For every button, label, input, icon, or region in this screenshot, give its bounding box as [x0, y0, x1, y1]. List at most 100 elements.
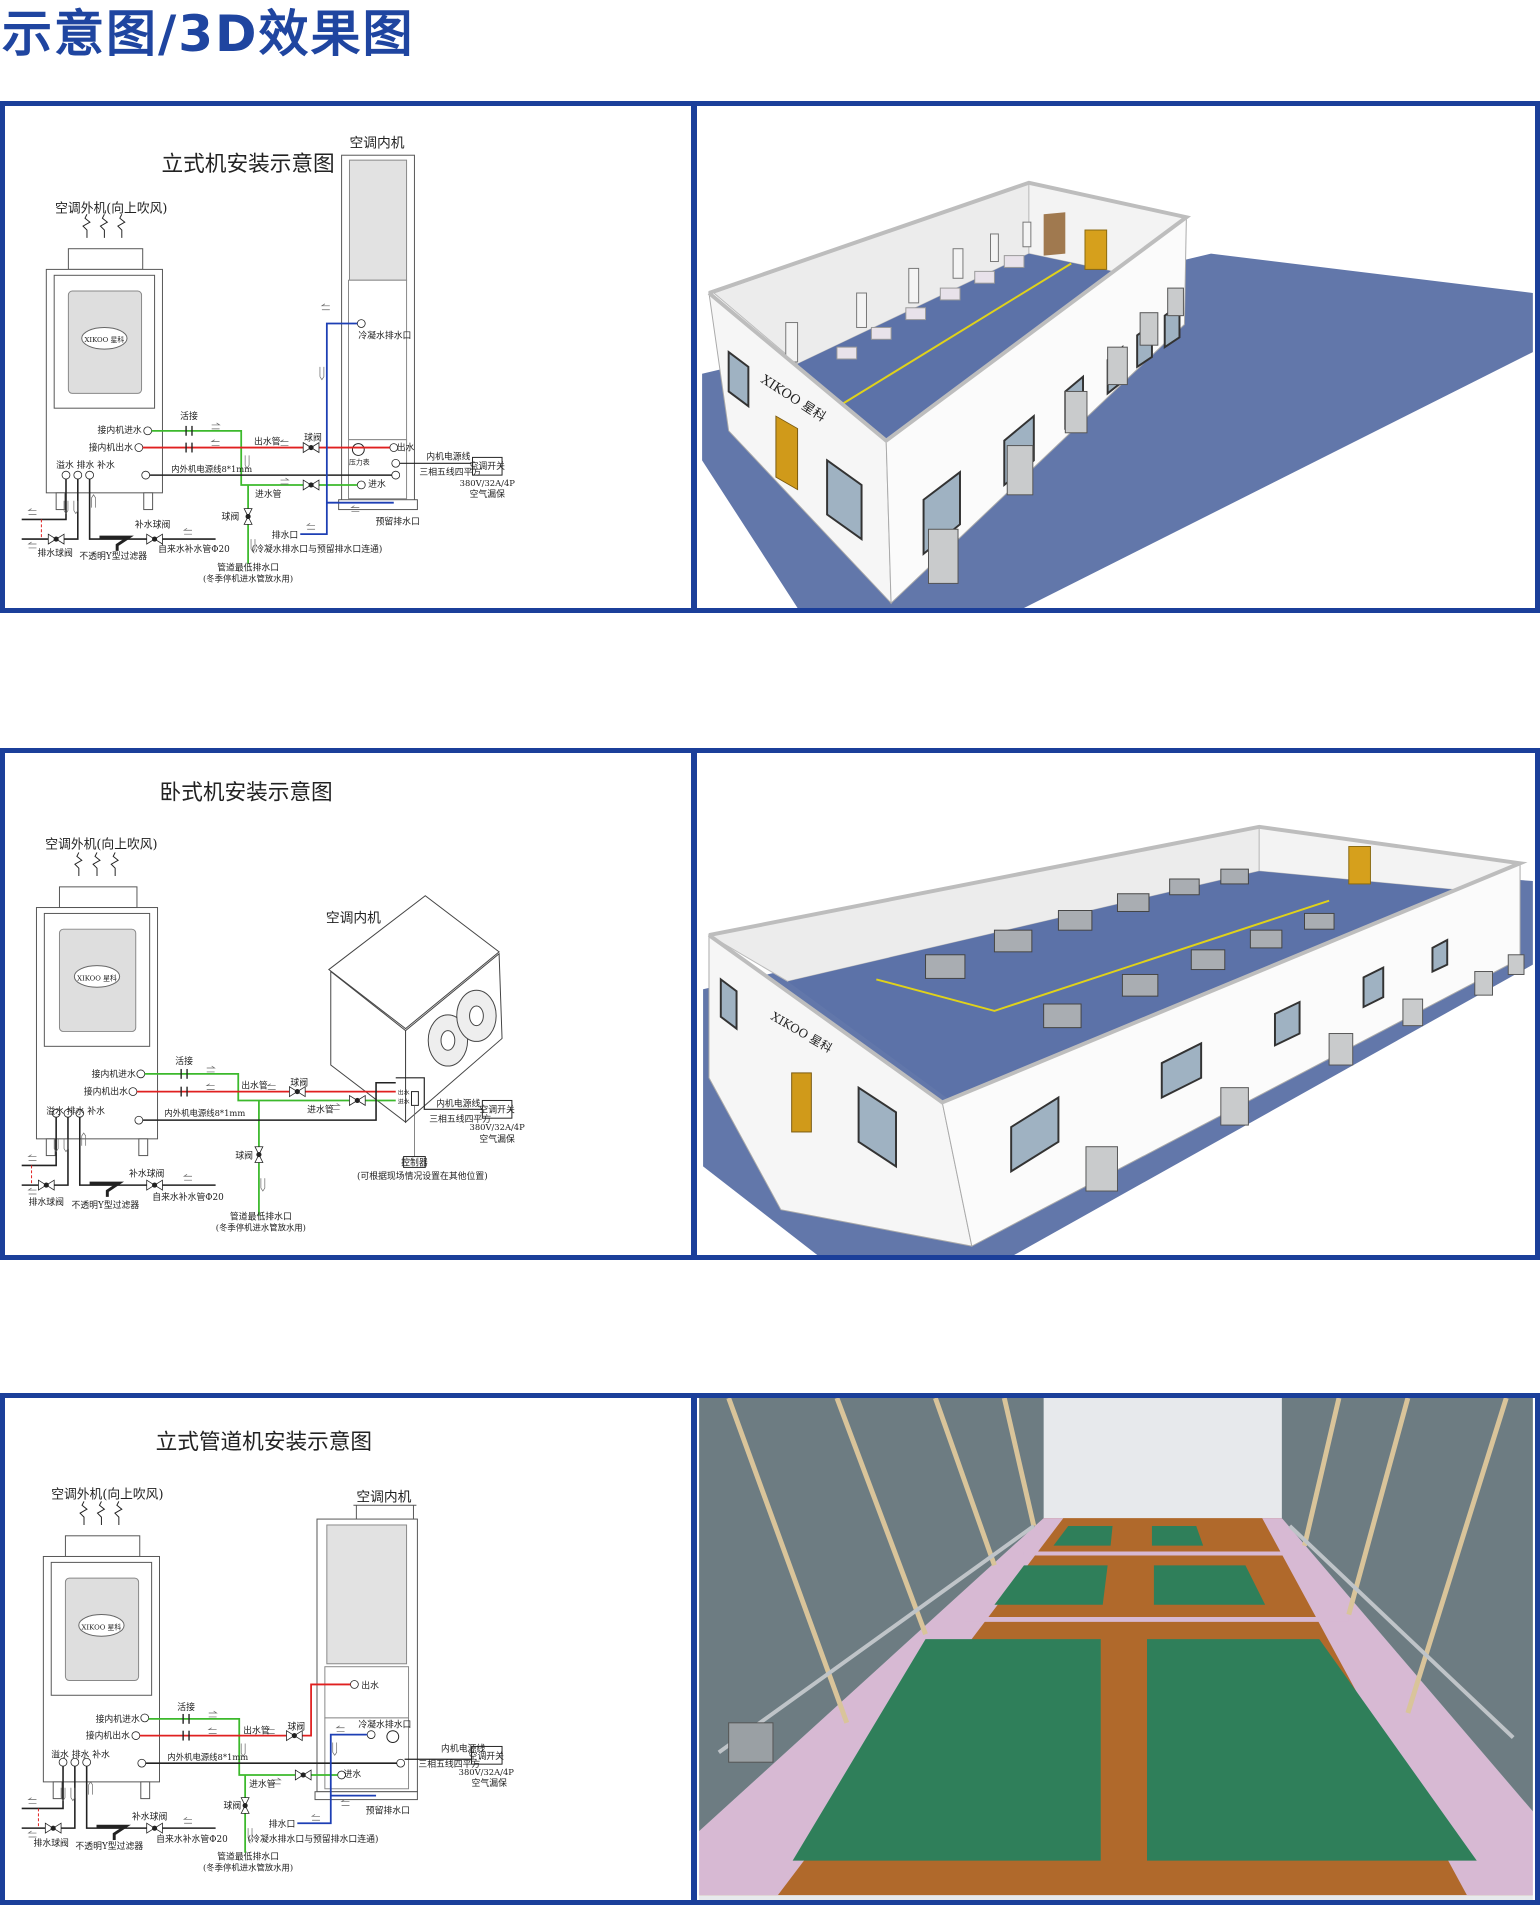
diagram-panel-horizontal-unit: XIKOO 星科卧式机安装示意图空调内机空调外机(向上吹风)接内机进水接内机出水… — [0, 748, 696, 1260]
inlet-pipe — [148, 1718, 338, 1776]
port-icon — [356, 319, 366, 328]
flow-arrow-icon — [81, 1132, 87, 1146]
overflow-pipe — [21, 1766, 64, 1810]
label-union: 活接 — [177, 1701, 195, 1713]
ball-valve-icon — [308, 444, 314, 451]
pressure-gauge-icon — [386, 1730, 400, 1744]
port-icon — [356, 480, 366, 490]
port-icon — [82, 1757, 91, 1767]
flow-arrow-icon — [208, 1710, 218, 1718]
airflow-up-icon — [114, 1501, 123, 1525]
indoor-unit-service-panel — [324, 1717, 410, 1790]
indoor-unit-panel — [348, 279, 408, 441]
y-filter-icon — [96, 1824, 131, 1840]
flow-arrow-icon — [63, 500, 69, 515]
label-out-pipe: 出水管 — [243, 1725, 270, 1737]
label-condensate: 冷凝水排水口 — [358, 329, 411, 341]
fan-housing — [58, 886, 138, 909]
ac-switch-box — [472, 456, 503, 476]
port-icon — [136, 1069, 146, 1079]
fan-hub — [440, 1030, 456, 1051]
fan-housing — [67, 248, 144, 270]
flow-arrow-icon — [247, 1828, 253, 1842]
port-icon — [366, 1730, 376, 1739]
diagram-panel-vertical-duct-unit: XIKOO 星科立式管道机安装示意图空调内机空调外机(向上吹风)接内机进水接内机… — [0, 1393, 696, 1905]
label-inlet: 进水 — [398, 1097, 410, 1105]
flow-arrow-icon — [206, 1065, 216, 1073]
flow-arrow-icon — [210, 439, 220, 446]
label-outlet: 出水 — [397, 442, 415, 454]
flow-arrow-icon — [306, 523, 316, 530]
flow-arrow-icon — [205, 1083, 215, 1090]
port-icon — [58, 1757, 68, 1767]
label-out-pipe: 出水管 — [254, 436, 281, 448]
label-switch: 空调开关 — [479, 1103, 515, 1115]
flow-arrow-icon — [27, 1797, 37, 1804]
port-icon — [134, 443, 144, 452]
outlet-pipe — [139, 1683, 351, 1737]
workshop-3d-render-1: XIKOO 星科 — [702, 180, 1533, 608]
label-leak: 空气漏保 — [470, 488, 506, 500]
vertical-unit-installation-diagram: XIKOO 星科立式机安装示意图空调内机空调外机(向上吹风)接内机进水接内机出水… — [21, 135, 515, 583]
outdoor-ac-units — [927, 287, 1184, 584]
flow-arrow-icon — [332, 1742, 338, 1756]
label-spec: 380V/32A/4P — [459, 1767, 515, 1777]
airflow-up-icon — [79, 1501, 88, 1525]
label-three-phase: 三相五线四平方 — [418, 1758, 480, 1770]
flow-arrow-icon — [60, 1787, 66, 1802]
port-icon — [391, 470, 401, 480]
sports-hall-3d-render — [699, 1398, 1533, 1900]
label-in-water: 接内机进水 — [96, 1713, 140, 1725]
ball-valve-icon — [354, 1097, 360, 1104]
ac-switch-box — [471, 1745, 503, 1765]
label-drains: 溢水 排水 补水 — [51, 1748, 110, 1760]
brand-logo — [73, 965, 121, 988]
label-y-filter: 不透明Y型过滤器 — [71, 1199, 139, 1211]
fan-hub — [469, 1005, 484, 1027]
back-door — [1084, 229, 1108, 270]
back-door — [1348, 846, 1371, 885]
label-valve1: 球阀 — [304, 432, 322, 444]
label-winter-note: (冬季停机进水管放水用) — [203, 1862, 293, 1872]
label-tap-pipe: 自来水补水管Φ20 — [156, 1833, 228, 1845]
yellow-floor-lines — [876, 899, 1330, 1012]
label-union: 活接 — [175, 1055, 193, 1067]
ball-valve-icon — [152, 1182, 158, 1188]
wall-ac-unit — [728, 1722, 774, 1763]
label-controller: 控制器 — [401, 1156, 428, 1168]
label-connect-note: (冷凝水排水口与预留排水口连通) — [252, 543, 383, 555]
label-inlet: 进水 — [368, 478, 386, 490]
label-valve1: 球阀 — [287, 1721, 305, 1733]
right-pink-strip — [1262, 1518, 1533, 1896]
port-icon — [350, 1680, 359, 1689]
label-three-phase: 三相五线四平方 — [429, 1113, 491, 1125]
unit-foot — [52, 1781, 63, 1800]
label-indoor: 空调内机 — [326, 910, 381, 926]
flow-arrow-icon — [335, 1725, 345, 1733]
flow-arrow-icon — [250, 539, 256, 553]
entrance-door — [775, 415, 799, 491]
y-filter-icon — [99, 535, 134, 551]
label-reserved: 预留排水口 — [366, 1804, 410, 1816]
logo-text: XIKOO 星科 — [77, 973, 117, 982]
label-outdoor: 空调外机(向上吹风) — [55, 200, 167, 216]
ball-valve-icon — [152, 536, 158, 542]
label-out-water: 接内机出水 — [86, 1730, 130, 1742]
flow-arrow-icon — [63, 1138, 69, 1153]
horizontal-ac-units — [925, 868, 1335, 1029]
flow-arrow-icon — [88, 1781, 93, 1795]
label-in-pipe: 进水管 — [249, 1778, 276, 1790]
label-indoor-power: 内机电源线 — [441, 1742, 485, 1754]
port-icon — [137, 1758, 147, 1768]
airflow-up-icon — [99, 214, 109, 238]
ball-valve-icon — [242, 1802, 248, 1809]
unit-foot — [140, 1781, 151, 1800]
logo-text: XIKOO 星科 — [84, 335, 124, 344]
label-power-cable: 内外机电源线8*1mm — [171, 464, 252, 474]
label-valve1: 球阀 — [290, 1077, 308, 1089]
label-reserved: 预留排水口 — [376, 515, 420, 527]
label-out-water: 接内机出水 — [89, 442, 133, 454]
indoor-unit-mid-panel — [324, 1666, 410, 1719]
label-drain-port: 排水口 — [272, 529, 299, 541]
flow-arrow-icon — [244, 455, 250, 469]
